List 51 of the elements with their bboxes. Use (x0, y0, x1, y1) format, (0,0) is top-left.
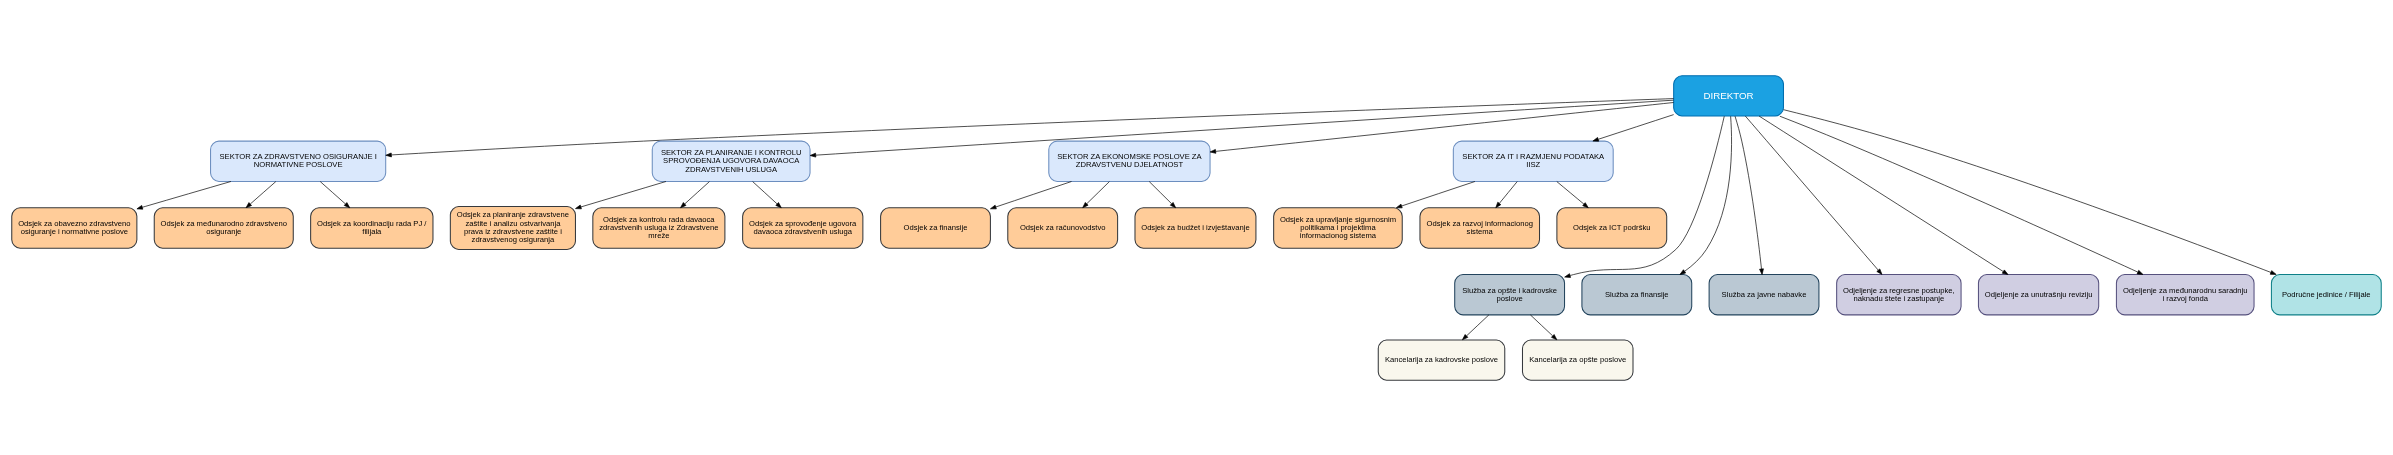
arrow (1758, 115, 2009, 275)
node-box: Odsjek za finansije (880, 206, 991, 249)
arrow (245, 180, 277, 208)
node-box: Odsjek za koordinaciju rada PJ / filijala (310, 206, 434, 249)
arrow (1556, 180, 1589, 208)
node-box: DIREKTOR (1673, 74, 1784, 117)
arrow (990, 180, 1072, 209)
arrow (1745, 115, 1883, 275)
arrow (136, 180, 232, 210)
arrow (1148, 180, 1176, 208)
arrow (1734, 115, 1764, 275)
arrow (575, 180, 667, 209)
node-box: Odsjek za sprovođenje ugovora davaoca zdravstvenih usluga (742, 206, 864, 249)
node-box: Odjeljenje za regresne postupke, naknadu štete i zastupanje (1836, 273, 1962, 315)
arrow (752, 180, 782, 208)
node-box: Kancelarija za kadrovske poslove (1377, 338, 1506, 381)
arrow (1462, 314, 1490, 340)
arrow (1082, 180, 1110, 208)
arrow (319, 180, 351, 208)
node-box: Odsjek za upravljanje sigurnosnim politikama i projektima informacionog sistema (1273, 206, 1403, 249)
arrow (1209, 101, 1674, 154)
node-box: Kancelarija za opšte poslove (1521, 338, 1634, 381)
arrow (385, 97, 1674, 157)
node-box: Odsjek za računovodstvo (1007, 206, 1119, 249)
node-box: Područne jedinice / Filijale (2270, 273, 2382, 315)
node-box: Odsjek za obavezno zdravstveno osiguranje i normativne poslove (11, 206, 138, 249)
node-box: Odjeljenje za međunarodnu saradnju i razvoj fonda (2115, 273, 2255, 315)
node-box: Odsjek za razvoj informacionog sistema (1419, 206, 1541, 249)
arrow (1395, 180, 1476, 208)
node-box: Služba za finansije (1581, 273, 1693, 315)
arrow (1679, 115, 1732, 275)
arrow (1495, 180, 1518, 208)
node-box: Služba za opšte i kadrovske poslove (1454, 273, 1566, 315)
arrow (1564, 115, 1725, 278)
node-box: SEKTOR ZA ZDRAVSTVENO OSIGURANJE I NORMATIVNE POSLOVE (210, 140, 387, 182)
node-box: Odsjek za kontrolu rada davaoca zdravstvenih usluga iz Zdravstvene mreže (592, 206, 726, 249)
arrow (1530, 314, 1558, 340)
arrow (1779, 115, 2144, 275)
node-box: Odsjek za budžet i izvještavanje (1134, 206, 1257, 249)
node-box: SEKTOR ZA EKONOMSKE POSLOVE ZA ZDRAVSTVENU DJELATNOST (1048, 140, 1211, 182)
arrow (680, 180, 710, 208)
node-box: SEKTOR ZA PLANIRANJE I KONTROLU SPROVOĐENJA UGOVORA DAVAOCA ZDRAVSTVENIH USLUGA (651, 140, 811, 182)
node-box: SEKTOR ZA IT I RAZMJENU PODATAKA IISZ (1452, 140, 1614, 182)
arrow (1592, 113, 1674, 141)
node-box: Odsjek za planiranje zdravstvene zaštite i analizu ostvarivanja prava iz zdravstvene zaštite i zdravstvenog osiguranja (449, 205, 576, 250)
arrow (809, 99, 1674, 157)
node-box: Odsjek za međunarodno zdravstveno osiguranje (153, 206, 294, 249)
node-box: Služba za javne nabavke (1708, 273, 1820, 315)
node-box: Odjeljenje za unutrašnju reviziju (1977, 273, 2100, 315)
node-box: Odsjek za ICT podršku (1556, 206, 1668, 249)
arrow (1783, 108, 2277, 275)
